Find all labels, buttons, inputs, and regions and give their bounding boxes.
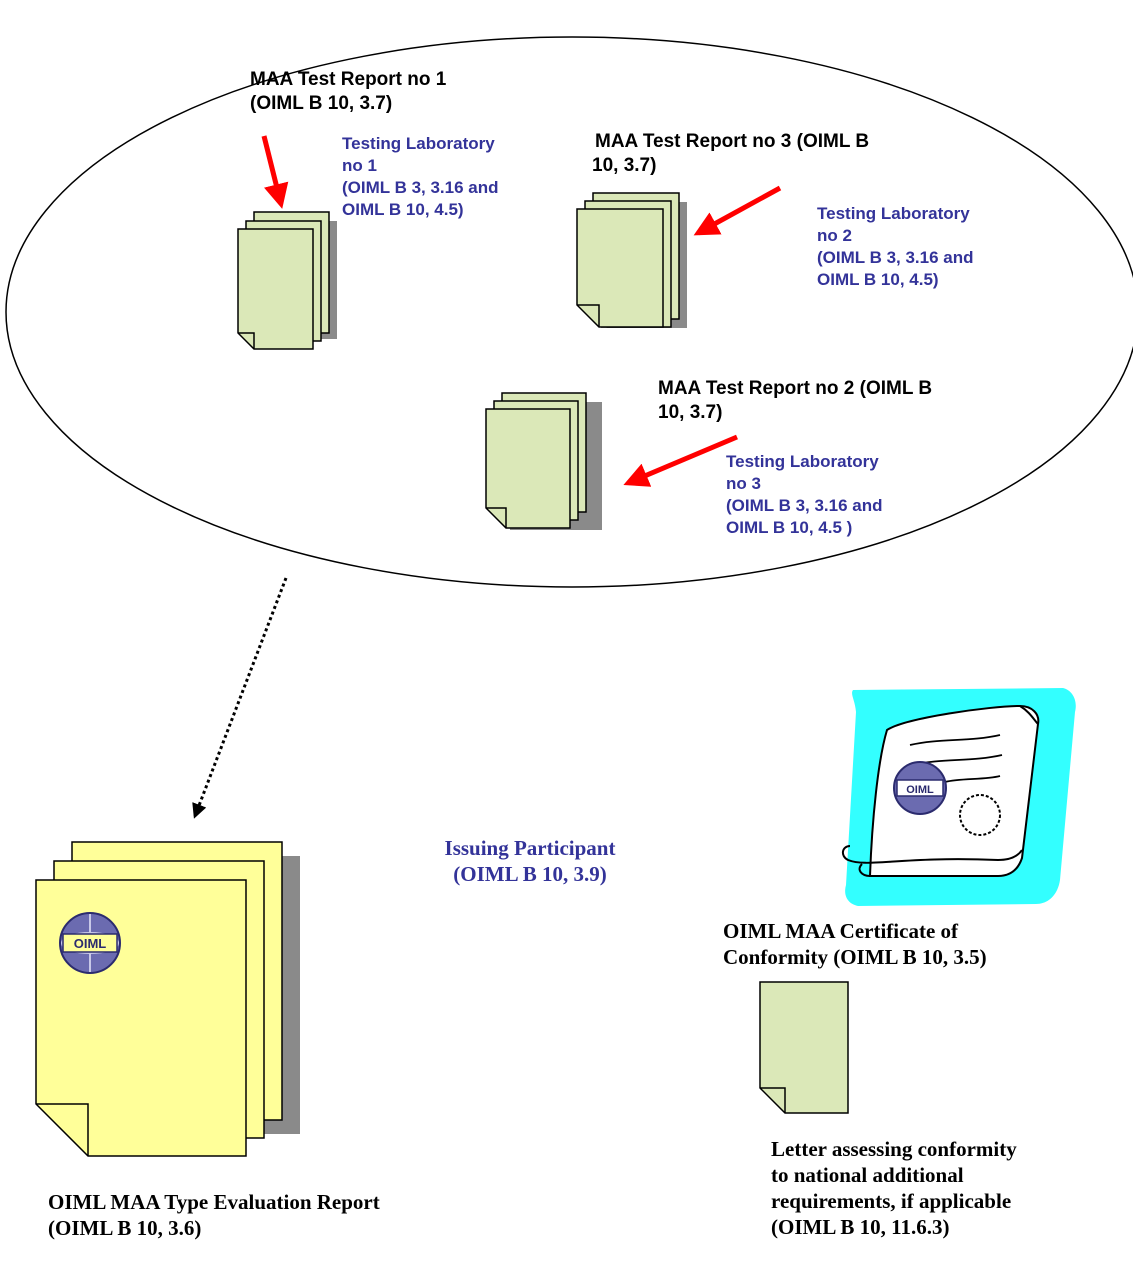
certificate-caption-line-1: OIML MAA Certificate of	[723, 919, 959, 943]
test-report-2-icon	[485, 392, 602, 530]
type-report-caption: OIML MAA Type Evaluation Report (OIML B …	[48, 1189, 508, 1241]
testing-lab-3-line-1: Testing Laboratory	[726, 452, 879, 471]
testing-lab-2-label: Testing Laboratory no 2 (OIML B 3, 3.16 …	[817, 203, 1039, 291]
type-report-caption-line-1: OIML MAA Type Evaluation Report	[48, 1190, 380, 1214]
participants-ellipse	[5, 36, 1133, 588]
testing-lab-2-line-4: OIML B 10, 4.5)	[817, 270, 939, 289]
testing-lab-2-line-3: (OIML B 3, 3.16 and	[817, 248, 974, 267]
oiml-logo-text: OIML	[74, 936, 107, 951]
letter-caption-line-1: Letter assessing conformity	[771, 1137, 1017, 1161]
testing-lab-1-label: Testing Laboratory no 1 (OIML B 3, 3.16 …	[342, 133, 562, 221]
letter-caption: Letter assessing conformity to national …	[771, 1136, 1121, 1240]
issuing-participant-line-2: (OIML B 10, 3.9)	[453, 862, 607, 886]
test-report-2-line-2: 10, 3.7)	[658, 402, 723, 423]
testing-lab-1-line-3: (OIML B 3, 3.16 and	[342, 178, 499, 197]
letter-caption-line-3: requirements, if applicable	[771, 1189, 1012, 1213]
test-report-3-line-2: 10, 3.7)	[592, 155, 657, 176]
certificate-icon: OIML	[842, 688, 1076, 906]
test-report-1-line-1: MAA Test Report no 1	[250, 69, 447, 90]
certificate-caption-line-2: Conformity (OIML B 10, 3.5)	[723, 945, 987, 969]
type-report-caption-line-2: (OIML B 10, 3.6)	[48, 1216, 202, 1240]
test-report-3-label: MAA Test Report no 3 (OIML B 10, 3.7)	[592, 130, 995, 178]
test-report-1-icon	[237, 211, 337, 350]
certificate-logo-text: OIML	[906, 784, 934, 796]
oiml-logo-icon: OIML	[59, 912, 121, 974]
issuing-participant-line-1: Issuing Participant	[444, 836, 616, 860]
arrow-lab2-to-report3	[693, 185, 782, 236]
issuing-participant-label: Issuing Participant (OIML B 10, 3.9)	[390, 835, 670, 887]
testing-lab-1-line-2: no 1	[342, 156, 377, 175]
testing-lab-3-line-4: OIML B 10, 4.5 )	[726, 518, 853, 537]
testing-lab-1-line-1: Testing Laboratory	[342, 134, 495, 153]
test-report-2-label: MAA Test Report no 2 (OIML B 10, 3.7)	[658, 377, 1038, 425]
testing-lab-1-line-4: OIML B 10, 4.5)	[342, 200, 464, 219]
type-evaluation-report-icon	[35, 841, 300, 1157]
dotted-arrow-to-type-report	[192, 577, 288, 819]
testing-lab-3-line-3: (OIML B 3, 3.16 and	[726, 496, 883, 515]
certificate-caption: OIML MAA Certificate of Conformity (OIML…	[723, 918, 1103, 970]
test-report-3-icon	[576, 192, 687, 328]
arrow-lab1-to-report1	[261, 135, 289, 209]
test-report-1-line-2: (OIML B 10, 3.7)	[250, 93, 393, 114]
letter-icon	[759, 981, 849, 1114]
test-report-1-label: MAA Test Report no 1 (OIML B 10, 3.7)	[250, 68, 550, 116]
arrow-lab3-to-report2	[623, 434, 738, 487]
testing-lab-2-line-2: no 2	[817, 226, 852, 245]
letter-caption-line-2: to national additional	[771, 1163, 964, 1187]
testing-lab-3-line-2: no 3	[726, 474, 761, 493]
test-report-2-line-1: MAA Test Report no 2 (OIML B	[658, 378, 933, 399]
testing-lab-2-line-1: Testing Laboratory	[817, 204, 970, 223]
testing-lab-3-label: Testing Laboratory no 3 (OIML B 3, 3.16 …	[726, 451, 948, 539]
letter-caption-line-4: (OIML B 10, 11.6.3)	[771, 1215, 950, 1239]
test-report-3-line-1: MAA Test Report no 3 (OIML B	[595, 131, 870, 152]
